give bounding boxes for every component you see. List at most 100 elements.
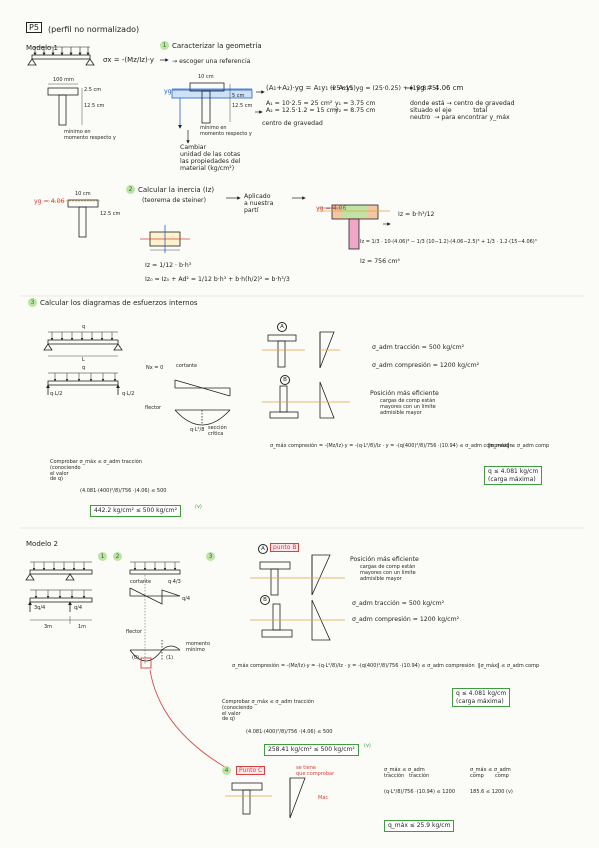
yg-label: yg: [164, 88, 172, 95]
section-c-2: [225, 777, 306, 819]
moment-val-0: (0): [132, 655, 140, 661]
model2-load-top: [129, 561, 181, 575]
span-3m: 3m: [44, 624, 53, 630]
cortante-label-2: cortante: [130, 579, 152, 585]
step3-fbd: [46, 372, 120, 395]
span-l: L: [82, 357, 85, 363]
dim-10: 10 cm: [198, 74, 214, 80]
shear-val-1: q·4/3: [168, 579, 181, 585]
load-q-1: q: [82, 324, 86, 330]
max-moment-1: q·L²/8: [190, 427, 205, 433]
sigma-traction-2: σ_adm tracción = 500 kg/cm²: [352, 600, 445, 607]
section-a-2: [250, 554, 345, 596]
dim-100: 100 mm: [53, 77, 74, 83]
section-b-2: [250, 599, 345, 641]
step1-number: 1: [160, 41, 169, 50]
applied-t-section: [318, 204, 390, 250]
dim-125: 12.5 cm: [84, 103, 105, 109]
iz-total-formula: Iz₀ = Iz₀ + Ad² = 1/12 b·h³ + b·h(h/2)² …: [145, 276, 290, 283]
step3-beam: [43, 331, 123, 357]
efficient-position-1: Posición más eficiente: [370, 390, 439, 397]
moment-diagram-2: [129, 575, 181, 665]
flector-label-1: flector: [145, 405, 162, 411]
reaction-left: q·L/2: [50, 391, 63, 397]
verify-result-1: 442.2 kg/cm² ≤ 500 kg/cm²: [90, 505, 181, 517]
sigma-max-2: σ_máx compresión = -(Mz/Iz)·y = -(q·L²/8…: [232, 663, 475, 669]
minimum-note: mínimo en momento respecto y: [64, 129, 116, 141]
dim-10-step2: 10 cm: [75, 191, 91, 197]
model2-label: Modelo 2: [26, 540, 58, 548]
dim-25: 2.5 cm: [84, 87, 102, 93]
q-result-box-2: q ≤ 4.081 kg/cm (carga máxima): [452, 688, 511, 707]
q-result-box-1: q ≤ 4.081 kg/cm (carga máxima): [484, 466, 543, 485]
critical-section: sección crítica: [208, 425, 227, 437]
model2-step1-number: 1: [98, 552, 107, 561]
step2-number: 2: [126, 185, 135, 194]
verify-note-2: Comprobar σ_máx ≤ σ_adm tracción (conoci…: [222, 699, 314, 723]
reaction-3q4: 3q/4: [34, 605, 46, 611]
sigma-check-eq: (q·L²/8)/756 ·(10.94) ≤ 1200: [384, 789, 456, 795]
centroid-note: centro de gravedad: [262, 120, 323, 127]
sigma-compression-1: σ_adm compresión = 1200 kg/cm²: [372, 362, 480, 369]
section-a-1: [262, 331, 340, 369]
section-b-marker-2: B: [260, 595, 270, 605]
ok-mark-2: (v): [364, 743, 371, 749]
model1-label: Modelo 1: [26, 44, 58, 52]
yg-result: yg = 4.06 cm: [416, 84, 464, 92]
cortante-label-1: cortante: [176, 363, 198, 369]
dim-5: 5 cm: [232, 93, 245, 99]
step2-title: Calcular la inercia (Iz): [138, 186, 215, 194]
shear-val-2: q/4: [182, 596, 191, 602]
flector-label-2: flector: [126, 629, 143, 635]
neutral-axis-note: donde está → centro de gravedad situado …: [410, 100, 515, 122]
sigma-max-1: σ_máx compresión = -(Mz/Iz)·y = -(q·L²/8…: [270, 443, 513, 449]
abs-check-1: ‖σ_máx‖ ≤ σ_adm comp: [488, 443, 550, 449]
steiner-note: (teorema de steiner): [142, 197, 206, 204]
sigma-check-comp-eq: 185.6 ≤ 1200 (v): [470, 789, 513, 795]
problem-badge: P5: [26, 22, 42, 33]
reaction-q4: q/4: [74, 605, 83, 611]
verify-note-1: Comprobar σ_máx ≤ σ_adm tracción (conoci…: [50, 459, 142, 483]
moment-val-1: (1): [166, 655, 174, 661]
model2-step3-number: 3: [206, 552, 215, 561]
step3-title: Calcular los diagramas de esfuerzos inte…: [40, 299, 198, 307]
sigma-traction-1: σ_adm tracción = 500 kg/cm²: [372, 344, 465, 351]
rect-inertia: [140, 225, 190, 253]
model2-step2-number: 2: [113, 552, 122, 561]
dim-125b: 12.5 cm: [232, 103, 253, 109]
sigma-check-traction: σ_máx ≤ σ_adm tracción tracción: [384, 767, 430, 779]
applied-note: Aplicado a nuestra partí: [244, 193, 274, 215]
model2-fbd: [28, 589, 93, 624]
dim-125-step2: 12.5 cm: [100, 211, 121, 217]
verify-result-2: 258.41 kg/cm² ≤ 500 kg/cm²: [264, 744, 359, 756]
point-b-badge: punto B: [270, 543, 300, 552]
model2-beam: [25, 561, 93, 581]
section-b-1: [262, 381, 350, 419]
choose-reference: → escoger una referencia: [172, 58, 251, 65]
ok-mark-1: (v): [195, 504, 202, 510]
moment-diagram-1: [174, 409, 231, 426]
iz-formula: Iz = 1/12 · b·h³: [145, 262, 192, 269]
step3-number: 3: [28, 298, 37, 307]
efficient-note-1: cargas de comp están mayores con un lími…: [380, 398, 436, 416]
section-b-marker-1: B: [280, 375, 290, 385]
change-units-note: Cambiar unidad de las cotas las propieda…: [180, 144, 241, 173]
span-1m: 1m: [78, 624, 87, 630]
minimum-note-2: mínimo en momento respecto y: [200, 125, 252, 137]
reaction-right: q·L/2: [122, 391, 135, 397]
sigma-compression-2: σ_adm compresión = 1200 kg/cm²: [352, 616, 460, 623]
iz-result: Iz = 756 cm⁴: [360, 258, 400, 265]
yg-short-label: yg = 4.06: [34, 198, 65, 205]
must-check-note: se tiene que comprobar: [296, 765, 335, 777]
step2-t-section: [48, 199, 100, 238]
shear-diagram-2: [129, 587, 181, 605]
iz-apply: Iz = 1/3 · 10·(4.06)³ − 1/3 (10−1.2)·(4.…: [360, 239, 537, 245]
centroids-values: y₁ = 3.75 cm y₂ = 8.75 cm: [335, 100, 376, 115]
moment-min-note: momento mínimo: [186, 641, 211, 653]
section-a-marker-1: A: [277, 322, 287, 332]
efficient-position-2: Posición más eficiente: [350, 556, 419, 563]
nx-zero: Nx = 0: [146, 365, 164, 371]
problem-subtitle: (perfil no normalizado): [48, 25, 140, 34]
